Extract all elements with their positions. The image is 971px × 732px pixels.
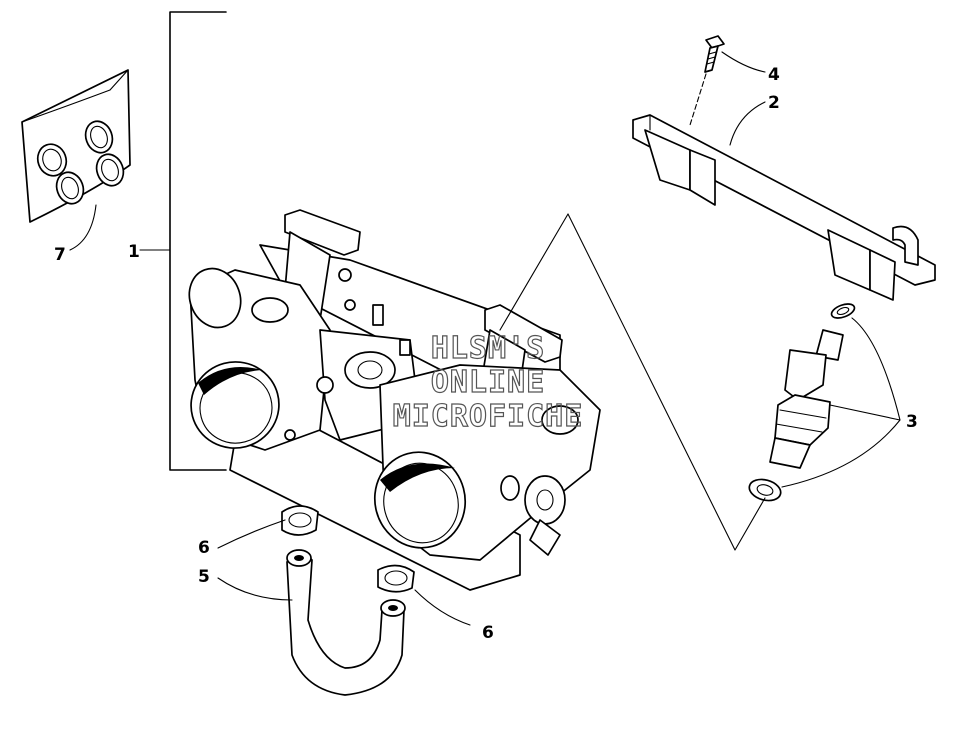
leader-5 [217,577,293,601]
injector-seal [748,478,782,502]
hose-clamp-upper [281,505,319,536]
fuel-rail [632,114,936,301]
leader-7 [69,204,97,251]
gasket-kit-bag [21,69,131,223]
screw-axis [689,73,707,126]
watermark-line-1: HLSM'S [431,331,545,366]
injector-seal-inner [756,484,774,496]
callout-1: 1 [128,242,140,262]
fuel-injector [769,303,856,469]
explode-line [499,213,766,551]
throttle-body-assembly [188,209,601,591]
leader-6a [217,519,286,549]
callout-6-lower: 6 [482,623,494,643]
callout-3: 3 [906,412,918,432]
watermark-line-2: ONLINE [431,365,545,400]
vacuum-hose [286,549,406,696]
watermark: HLSM'S ONLINE MICROFICHE [392,330,584,434]
callout-6-upper: 6 [198,538,210,558]
leader-6b [414,589,471,626]
watermark-line-3: MICROFICHE [393,399,584,434]
callout-7: 7 [54,245,66,265]
leader-4 [721,51,766,73]
leader-2 [729,101,766,146]
callout-4: 4 [768,65,780,85]
callout-2: 2 [768,93,780,113]
hose-clamp-lower [377,564,415,593]
callout-5: 5 [198,567,210,587]
assembly-bracket [139,11,227,471]
leader-3 [781,317,901,488]
screw [704,35,725,73]
